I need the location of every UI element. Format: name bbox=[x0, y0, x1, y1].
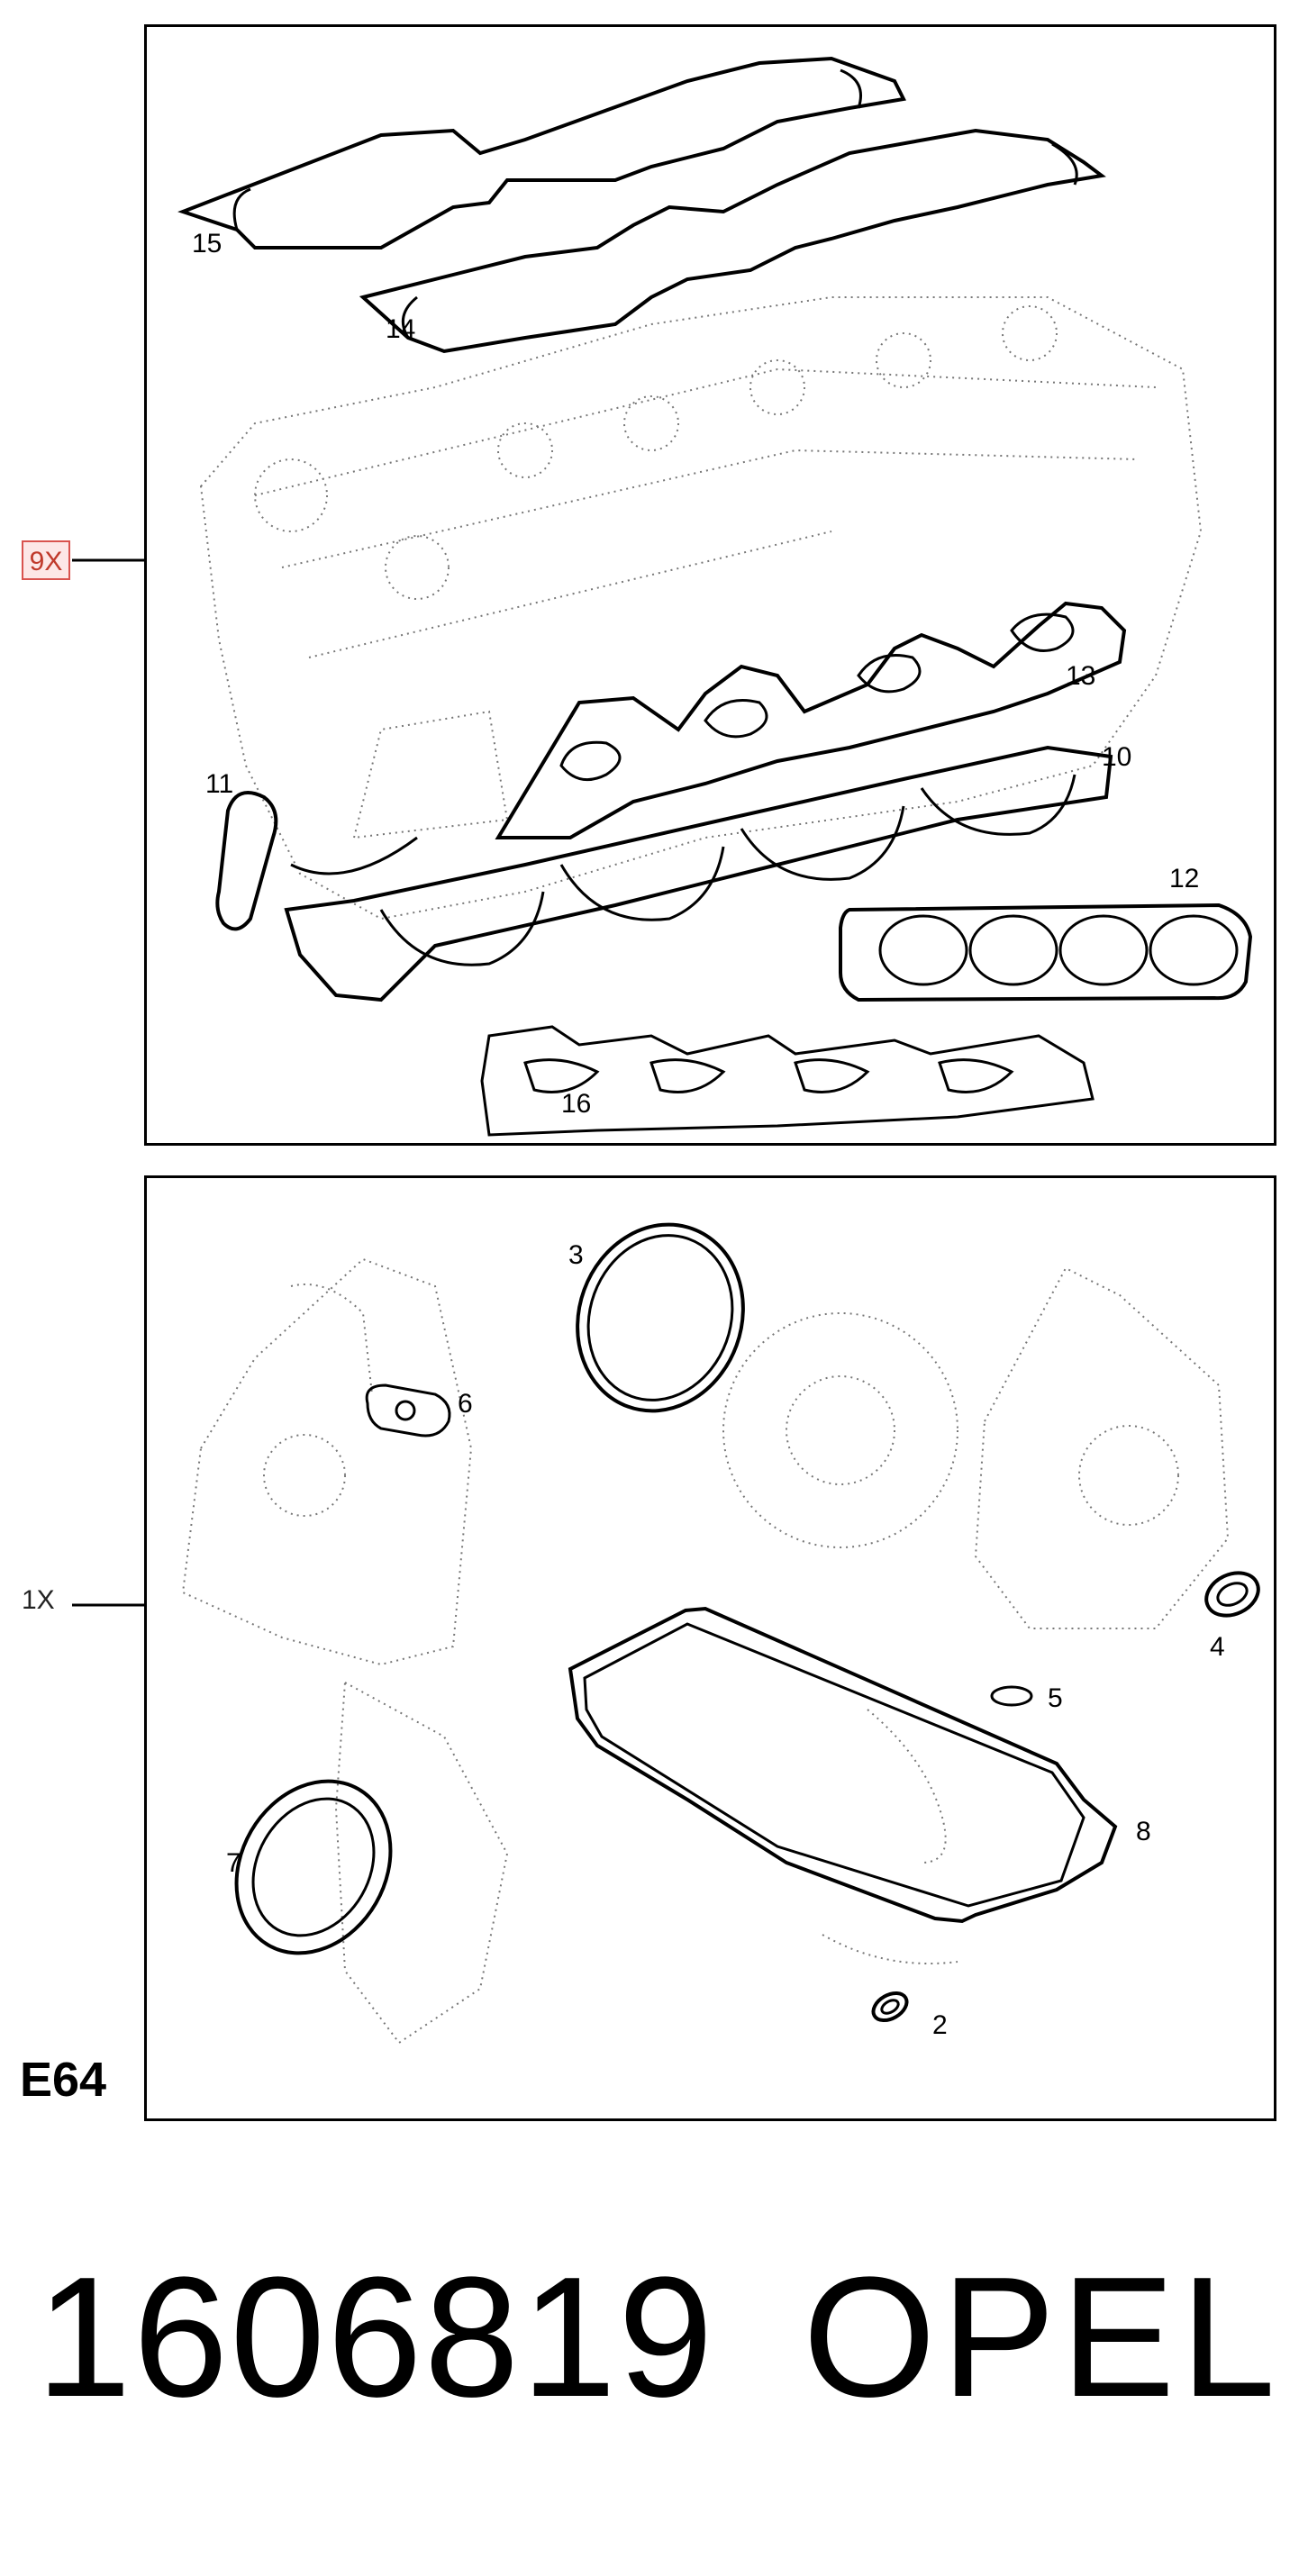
callout-7: 7 bbox=[226, 1848, 241, 1878]
crankshaft-seal-7 bbox=[234, 1779, 393, 1955]
callout-14: 14 bbox=[386, 314, 415, 344]
intake-gasket-16 bbox=[480, 1025, 1095, 1137]
valve-cover-gasket-14 bbox=[359, 128, 1106, 354]
gasket-11 bbox=[215, 791, 278, 931]
callout-12: 12 bbox=[1169, 864, 1199, 893]
callout-15: 15 bbox=[192, 229, 222, 259]
engine-parts-illustration bbox=[181, 1257, 1230, 2045]
gasket-diagram-bottom-panel: 3 6 4 5 8 7 2 bbox=[144, 1175, 1276, 2121]
valve-cover-gasket-15 bbox=[177, 56, 906, 249]
top-panel-drawing: 15 14 13 10 11 12 16 bbox=[177, 56, 1253, 1137]
o-ring-5 bbox=[990, 1685, 1033, 1707]
part-number: 1606819 bbox=[36, 2242, 715, 2433]
callout-6: 6 bbox=[458, 1389, 473, 1419]
gasket-diagram-top-panel: 15 14 13 10 11 12 16 bbox=[144, 24, 1276, 1146]
flange-gasket-6 bbox=[365, 1383, 451, 1438]
callout-11: 11 bbox=[205, 769, 233, 799]
callout-13: 13 bbox=[1066, 661, 1095, 691]
callout-3: 3 bbox=[568, 1240, 584, 1270]
cylinder-head-illustration bbox=[199, 296, 1203, 921]
bottom-panel-drawing: 3 6 4 5 8 7 2 bbox=[181, 1222, 1260, 2045]
ring-gasket-3 bbox=[576, 1222, 745, 1413]
callout-2: 2 bbox=[932, 2010, 948, 2040]
intake-manifold-gasket-12 bbox=[839, 903, 1253, 1002]
diagram-code: E64 bbox=[20, 2053, 107, 2107]
oil-seal-4 bbox=[1204, 1571, 1260, 1618]
oil-pan-gasket-8 bbox=[568, 1606, 1118, 1924]
brand-name: OPEL bbox=[803, 2242, 1281, 2433]
quantity-label-top[interactable]: 9X bbox=[22, 540, 70, 580]
drain-plug-seal-2 bbox=[871, 1991, 909, 2023]
callout-10: 10 bbox=[1102, 742, 1131, 772]
callout-5: 5 bbox=[1048, 1683, 1063, 1713]
callout-8: 8 bbox=[1136, 1817, 1151, 1846]
exhaust-manifold-gasket-13 bbox=[495, 601, 1127, 839]
cylinder-head-gasket-10 bbox=[284, 745, 1113, 1002]
quantity-label-bottom: 1X bbox=[22, 1585, 55, 1615]
callout-4: 4 bbox=[1210, 1632, 1225, 1662]
callout-16: 16 bbox=[561, 1089, 591, 1119]
